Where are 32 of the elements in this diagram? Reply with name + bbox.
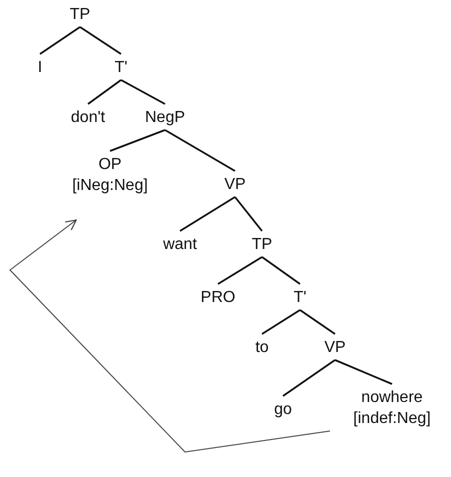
branch-line <box>87 79 122 105</box>
branch-line <box>164 129 236 172</box>
node-label: TP <box>70 5 90 25</box>
node-label: T' <box>114 58 128 78</box>
branch-line <box>234 196 263 232</box>
node-label: go <box>274 400 292 420</box>
branch-line <box>262 309 300 335</box>
branch-line <box>120 79 166 105</box>
node-label: nowhere <box>360 388 424 408</box>
feature-label: [iNeg:Neg] <box>72 176 148 196</box>
branch-line <box>40 26 80 55</box>
node-label: want <box>163 235 197 255</box>
branch-line <box>282 359 336 397</box>
movement-arrow <box>9 220 330 453</box>
node-label: NegP <box>144 108 186 128</box>
branch-line <box>110 129 166 152</box>
node-label: VP <box>324 338 346 358</box>
node-label: I <box>38 58 42 78</box>
node-label: OP <box>97 155 123 175</box>
node-label: TP <box>252 235 272 255</box>
node-label: PRO <box>200 288 236 308</box>
node-label: to <box>255 338 269 358</box>
branch-line <box>218 256 262 285</box>
branch-line <box>261 256 301 285</box>
feature-label: [indef:Neg] <box>353 409 431 429</box>
branch-line <box>334 359 392 385</box>
node-label: T' <box>294 288 306 308</box>
branch-line <box>80 26 122 55</box>
branch-line <box>180 196 236 232</box>
branch-line <box>299 309 336 335</box>
node-label: don't <box>70 108 106 128</box>
node-label: VP <box>224 175 246 195</box>
